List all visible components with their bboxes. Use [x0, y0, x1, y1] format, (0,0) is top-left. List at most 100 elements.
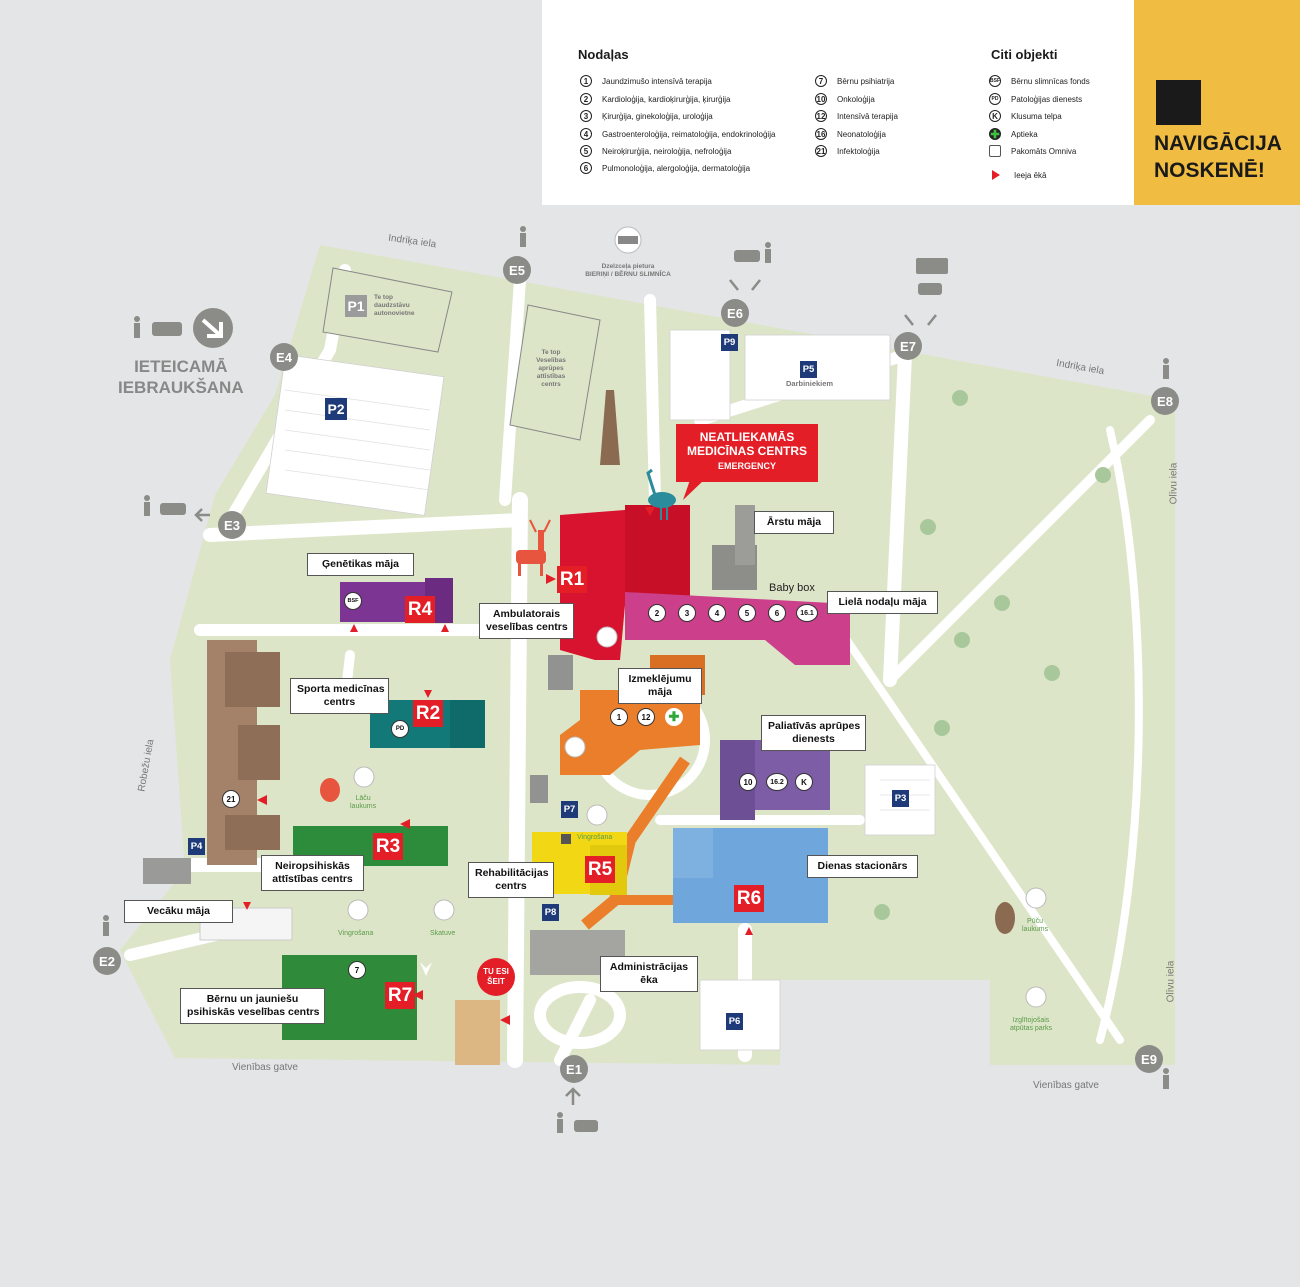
green-line: Pūču	[1027, 918, 1044, 925]
dept-badge-12[interactable]: 12	[637, 708, 655, 726]
parking-p9[interactable]: P9	[721, 334, 738, 351]
dept-badge-21[interactable]: 21	[222, 790, 240, 808]
building-r2[interactable]: R2	[413, 700, 443, 727]
dept-badge-4[interactable]: 4	[708, 604, 726, 622]
baby-box-label: Baby box	[769, 582, 815, 594]
label-line: Administrācijas	[609, 961, 689, 973]
dept-badge-6[interactable]: 6	[768, 604, 786, 622]
deer-icon	[516, 519, 551, 576]
note-line: Te top	[541, 349, 561, 356]
dept-name: Jaundzimušo intensīvā terapija	[602, 76, 712, 86]
dept-badge-2[interactable]: 2	[648, 604, 666, 622]
green-line: atpūtas parks	[1010, 1025, 1053, 1032]
pharmacy-cross-icon[interactable]: ✚	[665, 708, 683, 726]
emergency-pointer	[683, 480, 704, 500]
gate-e6[interactable]: E6	[721, 299, 749, 327]
gate-e8[interactable]: E8	[1151, 387, 1179, 415]
building-r3[interactable]: R3	[373, 833, 403, 860]
p1-construction-note: Te top daudzstāvu autonovietne	[374, 294, 414, 318]
label-doctors-house[interactable]: Ārstu māja	[754, 511, 834, 534]
label-line: Ambulatorais	[492, 608, 561, 620]
chimney	[600, 390, 620, 465]
building-r7[interactable]: R7	[385, 982, 415, 1009]
rec-line-2: IEBRAUKŠANA	[118, 378, 244, 397]
navigation-scan-panel[interactable]: NAVIGĀCIJA NOSKENĒ!	[1134, 0, 1300, 205]
dept-badge: 12	[815, 110, 827, 122]
building-r5[interactable]: R5	[585, 856, 615, 883]
building-r4[interactable]: R4	[405, 596, 435, 623]
gate-e3[interactable]: E3	[218, 511, 246, 539]
dept-badge-k[interactable]: K	[795, 773, 813, 791]
label-day-hospital[interactable]: Dienas stacionārs	[807, 855, 918, 878]
parking-p1[interactable]: P1	[345, 295, 367, 317]
emergency-center-callout[interactable]: NEATLIEKAMĀS MEDICĪNAS CENTRS EMERGENCY	[676, 424, 818, 482]
pharmacy-cross-icon: ✚	[989, 128, 1001, 141]
dept-badge: 1	[580, 75, 592, 87]
parking-p7[interactable]: P7	[561, 801, 578, 818]
dept-name: Ķirurģija, ginekoloģija, uroloģija	[602, 111, 713, 121]
note-line: BIERIŅI / BĒRNU SLIMNĪCA	[585, 271, 671, 278]
legend-other-parcel: Pakomāts Omniva	[989, 143, 1076, 159]
entrance-triangle-icon	[992, 170, 1000, 180]
label-genetics-house[interactable]: Ģenētikas māja	[307, 553, 414, 576]
butterfly-icon	[420, 962, 432, 976]
parking-p5[interactable]: P5	[800, 361, 817, 378]
dept-badge: 7	[815, 75, 827, 87]
building-r1[interactable]: R1	[557, 566, 587, 593]
dept-badge-pd[interactable]: PD	[391, 720, 409, 738]
qr-code-placeholder[interactable]	[1156, 80, 1201, 125]
label-main-wards-house[interactable]: Lielā nodaļu māja	[827, 591, 938, 614]
gate-e4[interactable]: E4	[270, 343, 298, 371]
construction-p1	[322, 267, 453, 353]
dept-badge-1[interactable]: 1	[610, 708, 628, 726]
parking-p3[interactable]: P3	[892, 790, 909, 807]
label-line: dienests	[792, 733, 835, 745]
parking-p8[interactable]: P8	[542, 904, 559, 921]
gate-e9[interactable]: E9	[1135, 1045, 1163, 1073]
street-vienibas-right: Vienības gatve	[1033, 1080, 1099, 1091]
entrance-triangles	[243, 507, 753, 1025]
other-name: Aptieka	[1011, 129, 1038, 139]
gate-e7[interactable]: E7	[894, 332, 922, 360]
parking-p6[interactable]: P6	[726, 1013, 743, 1030]
gate-e1[interactable]: E1	[560, 1055, 588, 1083]
gate-e2[interactable]: E2	[93, 947, 121, 975]
trees	[874, 390, 1111, 920]
note-line: centrs	[541, 381, 561, 388]
dept-badge-16-1[interactable]: 16.1	[796, 604, 818, 622]
legend-other-pharmacy: ✚ Aptieka	[989, 126, 1038, 142]
dept-badge-5[interactable]: 5	[738, 604, 756, 622]
dept-name: Kardioloģija, kardioķirurģija, ķirurģija	[602, 94, 731, 104]
note-line: Te top	[374, 294, 394, 301]
gate-e5[interactable]: E5	[503, 256, 531, 284]
dept-badge-16-2[interactable]: 16.2	[766, 773, 788, 791]
parking-p4[interactable]: P4	[188, 838, 205, 855]
label-line: veselības centrs	[486, 621, 568, 633]
dept-badge-3[interactable]: 3	[678, 604, 696, 622]
transport-icons	[103, 226, 1169, 1133]
parking-p2[interactable]: P2	[325, 398, 347, 420]
building-r6[interactable]: R6	[734, 885, 764, 912]
label-parents-house[interactable]: Vecāku māja	[124, 900, 233, 923]
dept-badge-7[interactable]: 7	[348, 961, 366, 979]
label-line: attīstības centrs	[272, 873, 353, 885]
dept-badge-10[interactable]: 10	[739, 773, 757, 791]
parcel-box-icon	[989, 145, 1001, 157]
label-line: psihiskās veselības centrs	[187, 1006, 320, 1018]
emergency-line-2: MEDICĪNAS CENTRS	[686, 444, 807, 458]
dept-badge-bsf[interactable]: BSF	[344, 592, 362, 610]
